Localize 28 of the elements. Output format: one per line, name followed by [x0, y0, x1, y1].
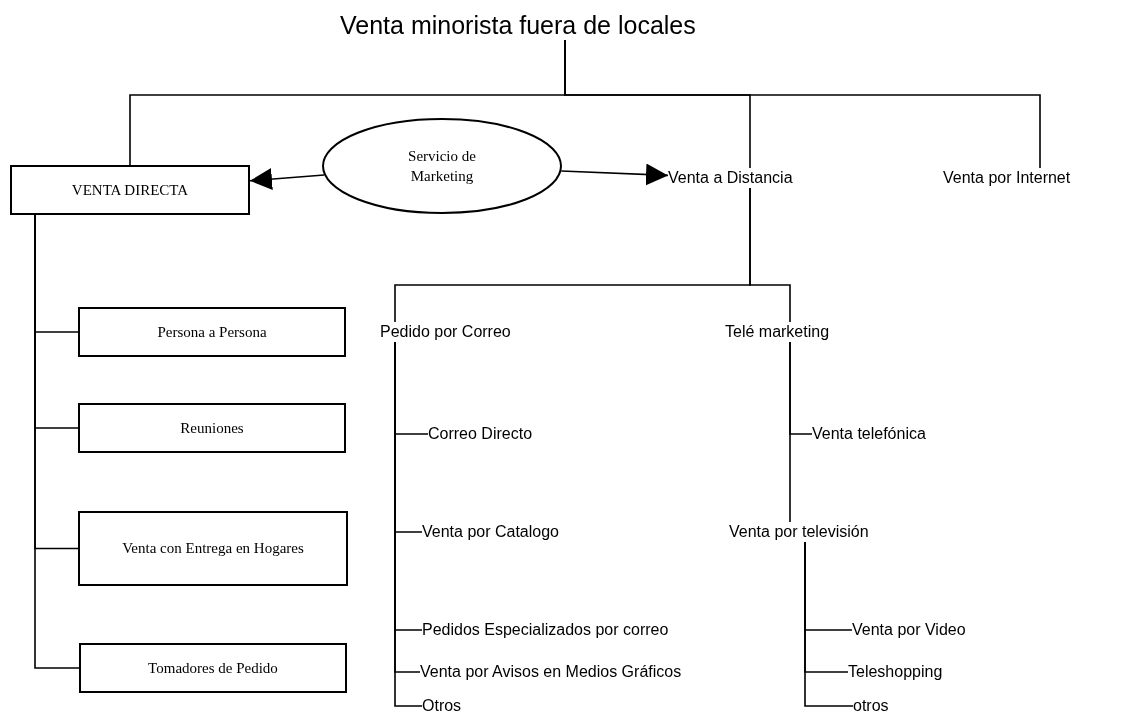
category-label: Venta por Video	[852, 620, 966, 640]
arrow	[249, 168, 325, 191]
category-label: Telé marketing	[725, 322, 830, 342]
category-label: Teleshopping	[848, 662, 943, 682]
ellipse-label: Servicio de Marketing	[407, 147, 477, 186]
connector-line	[394, 341, 423, 707]
diagram-title: Venta minorista fuera de locales	[340, 10, 696, 40]
category-label: Pedido por Correo	[380, 322, 511, 342]
category-box: VENTA DIRECTA	[10, 165, 250, 215]
category-label: Correo Directo	[428, 424, 533, 444]
category-label: Pedidos Especializados por correo	[422, 620, 669, 640]
category-label: Venta por Catalogo	[422, 522, 559, 542]
category-box: Venta con Entrega en Hogares	[78, 511, 348, 586]
category-label: otros	[853, 696, 889, 716]
category-label: Venta por Internet	[943, 168, 1071, 188]
category-box: Reuniones	[78, 403, 346, 453]
category-label: Venta por Avisos en Medios Gráficos	[420, 662, 682, 682]
connector-line	[804, 541, 854, 707]
category-label: Venta por televisión	[729, 522, 869, 542]
connector-line	[789, 341, 791, 523]
category-box: Tomadores de Pedido	[79, 643, 347, 693]
connector-line	[749, 187, 791, 323]
category-label: Venta telefónica	[812, 424, 926, 444]
category-label: Otros	[422, 696, 462, 716]
category-label: Venta a Distancia	[668, 168, 793, 188]
connector-line	[564, 39, 1041, 169]
arrow	[560, 163, 669, 186]
category-box: Persona a Persona	[78, 307, 346, 357]
